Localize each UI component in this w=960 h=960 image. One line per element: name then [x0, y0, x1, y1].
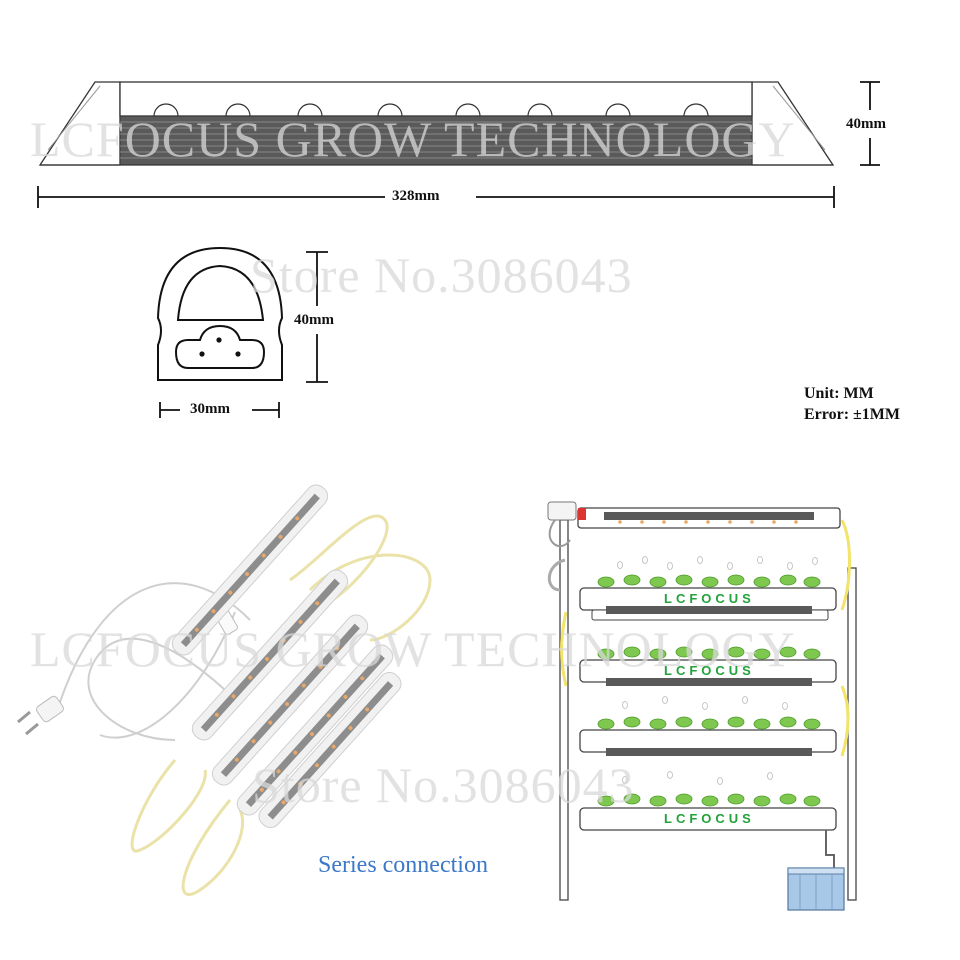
error-note: Error: ±1MM — [804, 406, 900, 423]
tube-light-2 — [191, 569, 349, 741]
rack-tier-1 — [579, 587, 837, 621]
length-dimension-line — [37, 186, 835, 208]
timer-switch-icon — [547, 501, 586, 592]
rack-brand-label: LCFOCUS — [664, 591, 755, 606]
hydroponic-rack-illustration — [547, 501, 857, 911]
plant-row-1 — [597, 574, 821, 588]
profile-width-label: 30mm — [190, 401, 230, 417]
plant-row-3 — [597, 716, 821, 730]
rack-tier-3 — [579, 729, 837, 756]
rack-tier-4 — [579, 807, 837, 831]
profile-width-dimension-line — [159, 402, 280, 418]
led-bar-side-view — [38, 81, 835, 166]
profile-height-label: 40mm — [294, 312, 334, 328]
watermark-store-top: Store No.3086043 — [250, 247, 633, 303]
series-connection-illustration — [17, 484, 432, 896]
profile-height-dimension-line — [306, 251, 328, 383]
plant-row-2 — [597, 646, 821, 660]
watermark-company-top: LCFOCUS GROW TECHNOLOGY — [30, 111, 796, 167]
rack-brand-label: LCFOCUS — [664, 811, 755, 826]
length-label: 328mm — [392, 188, 440, 204]
tube-light-4 — [236, 644, 394, 816]
power-plug-icon — [17, 695, 64, 736]
rack-tier-2 — [579, 659, 837, 686]
tube-light-3 — [211, 614, 369, 786]
watermark-store-bottom: Store No.3086043 — [252, 757, 635, 813]
watermark-company-bottom: LCFOCUS GROW TECHNOLOGY — [30, 621, 796, 677]
side-height-label: 40mm — [846, 116, 886, 132]
rack-brand-label: LCFOCUS — [664, 663, 755, 678]
plant-row-4 — [597, 793, 821, 807]
water-tank-icon — [787, 867, 845, 911]
tube-light-5 — [258, 671, 402, 829]
tube-light-1 — [171, 484, 329, 656]
side-height-dimension-line — [860, 81, 880, 166]
led-bar-profile-view — [156, 246, 284, 381]
series-connection-caption: Series connection — [318, 852, 488, 878]
unit-note: Unit: MM — [804, 385, 874, 402]
